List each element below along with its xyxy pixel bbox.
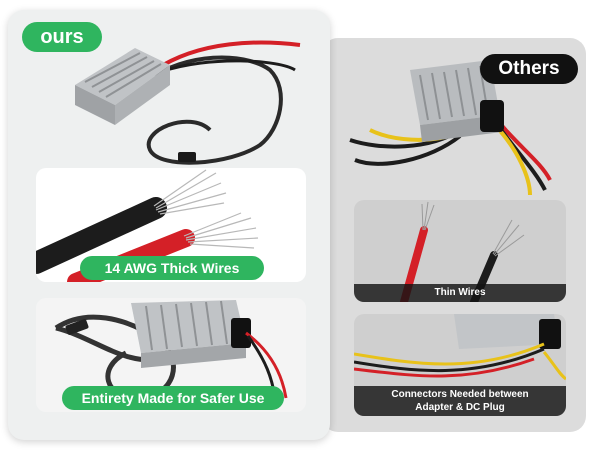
thick-wires-label: 14 AWG Thick Wires (80, 256, 264, 280)
thin-wires-caption: Thin Wires (354, 284, 566, 302)
connectors-caption-line1: Connectors Needed between (391, 389, 529, 400)
ours-converter-image (75, 40, 301, 165)
connectors-caption: Connectors Needed between Adapter & DC P… (354, 386, 566, 416)
connector-image (354, 314, 566, 381)
connectors-card: Connectors Needed between Adapter & DC P… (354, 314, 566, 416)
connectors-caption-line2: Adapter & DC Plug (415, 402, 505, 413)
others-badge: Others (480, 54, 578, 84)
safer-use-label: Entirety Made for Safer Use (62, 386, 284, 410)
ours-badge: ours (22, 22, 102, 52)
others-converter-image (349, 60, 552, 196)
integrated-device-image (54, 300, 288, 409)
thin-wires-card: Thin Wires (354, 200, 566, 302)
